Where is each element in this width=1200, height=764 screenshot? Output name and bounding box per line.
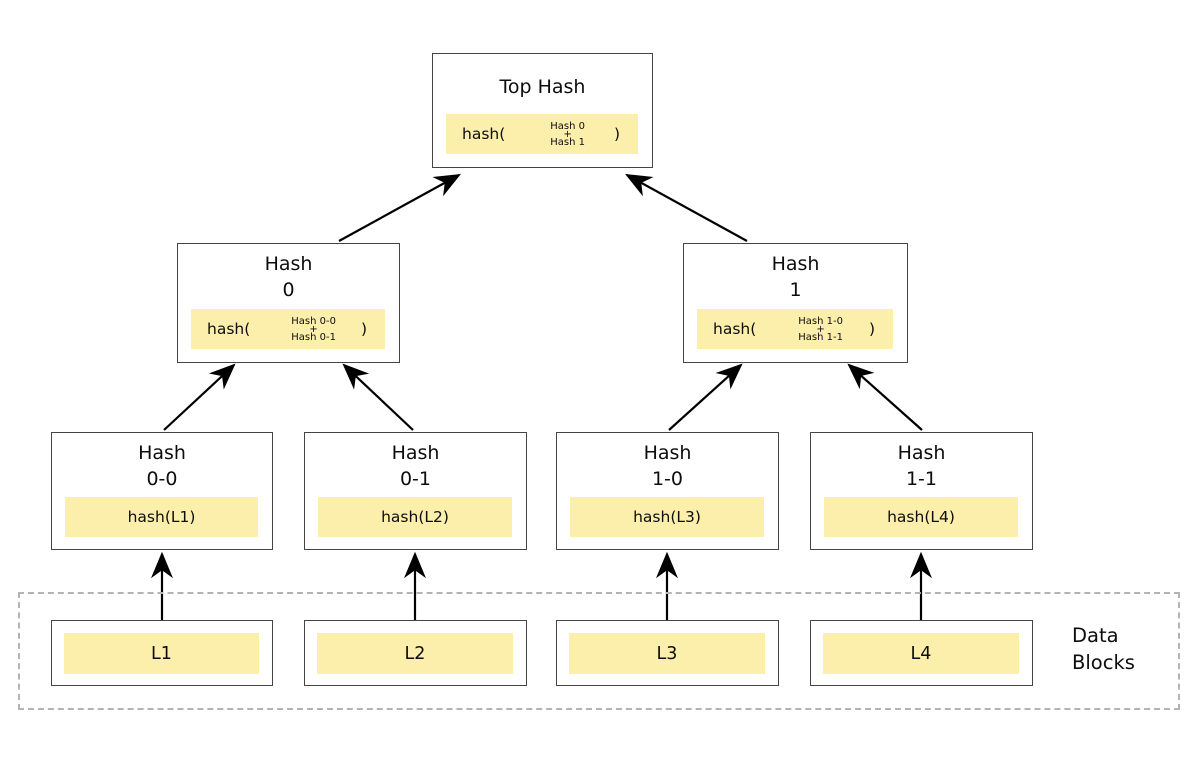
node-hash-1-1-expression: hash(L4)	[824, 497, 1018, 537]
data-block-l4: L4	[810, 620, 1033, 686]
node-title-line: 1-1	[905, 468, 938, 490]
hash-arg-2: Hash 1	[550, 136, 585, 148]
node-title-line: 0-0	[146, 468, 178, 490]
node-title-line: 1	[789, 279, 802, 301]
node-title-line: Top Hash	[499, 76, 586, 98]
node-title-line: Hash	[264, 253, 313, 275]
plus-sign: +	[816, 323, 825, 335]
data-block-l1: L1	[51, 620, 273, 686]
hash-arg-2: Hash 0-1	[291, 331, 336, 343]
hash-arg-1: Hash 0-0	[291, 315, 336, 327]
hash-fn-close: )	[613, 125, 620, 143]
node-title-line: Hash	[897, 442, 946, 464]
node-hash-0-1: Hash 0-1 hash(L2)	[304, 432, 527, 550]
node-title-line: Hash	[643, 442, 692, 464]
arrow-hash-0-0-to-hash-0	[163, 363, 236, 431]
node-hash-0-1-title: Hash 0-1	[305, 433, 526, 499]
data-block-l1-label: L1	[64, 633, 259, 674]
hash-fn-open: hash(	[713, 320, 757, 338]
node-title-line: Hash	[138, 442, 186, 464]
data-blocks-region	[18, 592, 1180, 710]
hash-args-stack: Hash 0 + Hash 1	[550, 120, 585, 148]
node-hash-1-0-expression: hash(L3)	[570, 497, 764, 537]
data-blocks-label: Data Blocks	[1072, 624, 1135, 674]
hash-fn-open: hash(	[462, 125, 506, 143]
data-block-l2-label: L2	[317, 633, 513, 674]
node-hash-1-1: Hash 1-1 hash(L4)	[810, 432, 1033, 550]
node-title-line: Hash	[771, 253, 820, 275]
data-block-l3: L3	[556, 620, 779, 686]
node-top-hash: Top Hash hash( Hash 0 + Hash 1 )	[432, 53, 653, 168]
node-hash-1-0-title: Hash 1-0	[557, 433, 778, 499]
arrow-hash-1-to-top-hash	[625, 173, 748, 242]
node-hash-0-title: Hash 0	[178, 244, 399, 310]
node-hash-0-expression: hash( Hash 0-0 + Hash 0-1 )	[191, 309, 385, 349]
data-block-l3-label: L3	[569, 633, 765, 674]
hash-fn-close: )	[868, 320, 875, 338]
hash-fn-close: )	[360, 320, 367, 338]
node-hash-0-0-title: Hash 0-0	[52, 433, 272, 499]
plus-sign: +	[309, 323, 318, 335]
arrow-hash-1-1-to-hash-1	[847, 363, 923, 431]
hash-arg-2: Hash 1-1	[798, 331, 843, 343]
node-hash-1-0: Hash 1-0 hash(L3)	[556, 432, 779, 550]
node-title-line: Hash	[391, 442, 440, 464]
hash-args-stack: Hash 1-0 + Hash 1-1	[798, 315, 843, 343]
arrow-hash-1-0-to-hash-1	[668, 363, 743, 431]
node-hash-0-0: Hash 0-0 hash(L1)	[51, 432, 273, 550]
arrow-hash-0-to-top-hash	[338, 173, 461, 242]
node-top-hash-expression: hash( Hash 0 + Hash 1 )	[446, 114, 638, 154]
node-hash-1: Hash 1 hash( Hash 1-0 + Hash 1-1 )	[683, 243, 908, 363]
node-hash-1-1-title: Hash 1-1	[811, 433, 1032, 499]
node-hash-1-expression: hash( Hash 1-0 + Hash 1-1 )	[697, 309, 893, 349]
node-top-hash-title: Top Hash	[433, 54, 652, 120]
hash-arg-1: Hash 0	[550, 120, 585, 132]
data-block-l4-label: L4	[823, 633, 1019, 674]
node-title-line: 0	[282, 279, 295, 301]
hash-arg-1: Hash 1-0	[798, 315, 843, 327]
node-hash-1-title: Hash 1	[684, 244, 907, 310]
node-hash-0-1-expression: hash(L2)	[318, 497, 512, 537]
node-title-line: 0-1	[399, 468, 432, 490]
arrow-hash-0-1-to-hash-0	[342, 363, 414, 431]
node-title-line: 1-0	[651, 468, 684, 490]
plus-sign: +	[563, 128, 572, 140]
hash-args-stack: Hash 0-0 + Hash 0-1	[291, 315, 336, 343]
hash-fn-open: hash(	[207, 320, 251, 338]
node-hash-0-0-expression: hash(L1)	[65, 497, 258, 537]
node-hash-0: Hash 0 hash( Hash 0-0 + Hash 0-1 )	[177, 243, 400, 363]
data-block-l2: L2	[304, 620, 527, 686]
